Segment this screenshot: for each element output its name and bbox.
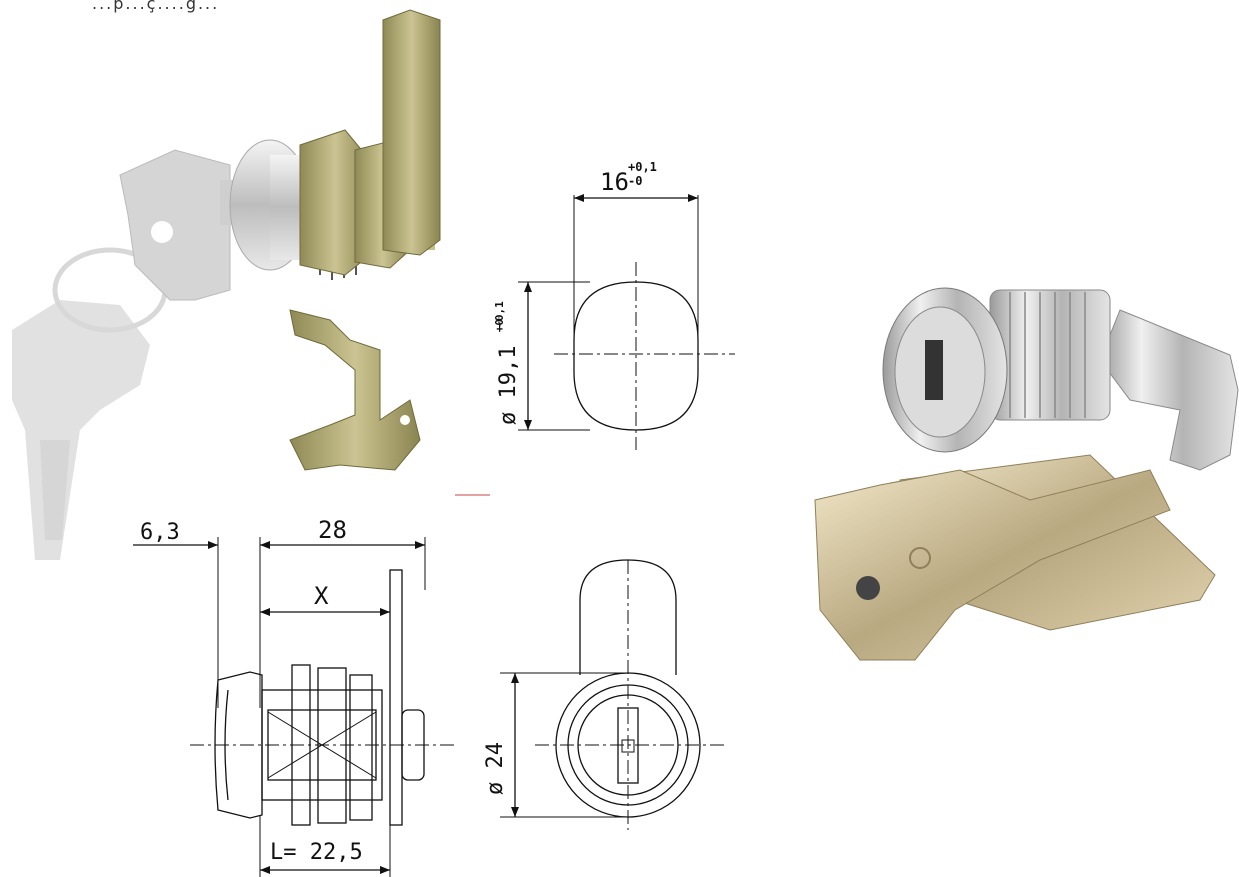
lock-photo bbox=[814, 287, 1239, 661]
diameter-tolerance-lower: -0,1 bbox=[493, 301, 506, 328]
dim-length-label: L= 22,5 bbox=[270, 840, 363, 865]
bottom-view-drawing bbox=[500, 559, 725, 830]
key-icon bbox=[814, 469, 1171, 661]
width-tolerance-lower: -0 bbox=[628, 174, 643, 188]
diameter-symbol: ø bbox=[483, 781, 508, 795]
front-view-drawing bbox=[518, 194, 735, 450]
retaining-clip-icon bbox=[289, 309, 421, 471]
dim-x-label: X bbox=[314, 582, 329, 610]
dim-total-label: 28 bbox=[318, 516, 347, 544]
cylinder-body-icon bbox=[989, 289, 1111, 421]
diameter-symbol: ø bbox=[496, 411, 521, 425]
cam-lever-icon bbox=[382, 9, 441, 256]
bottom-diameter-label: ø 24 bbox=[483, 695, 513, 795]
diameter-value: 19,1 bbox=[496, 345, 521, 399]
lock-render-illustration bbox=[12, 9, 441, 560]
width-tolerance-upper: +0,1 bbox=[628, 160, 657, 174]
keyway-icon bbox=[925, 340, 943, 400]
key-faded-icon bbox=[12, 300, 150, 560]
dim-left-label: 6,3 bbox=[140, 520, 180, 545]
width-dimension-label: 16 bbox=[600, 168, 629, 196]
diameter-value: 24 bbox=[483, 742, 508, 769]
thread-icon bbox=[1009, 292, 1086, 418]
diameter-dimension-label: ø 19,1 +0 -0,1 bbox=[493, 285, 526, 425]
side-view-drawing bbox=[133, 537, 455, 877]
header-fragment: ...p...ç....g... bbox=[92, 0, 220, 13]
cam-lever-icon bbox=[1099, 309, 1239, 471]
